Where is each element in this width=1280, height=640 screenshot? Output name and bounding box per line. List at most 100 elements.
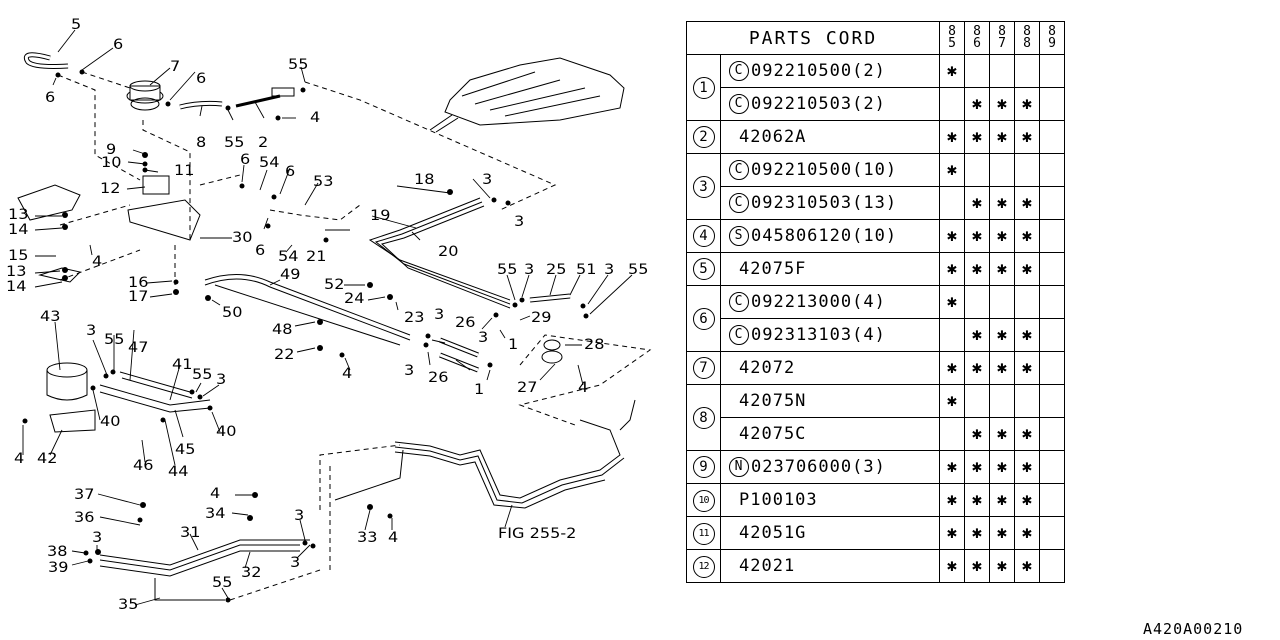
cover-plate (17, 184, 81, 221)
callout-9: 9 (106, 142, 117, 158)
part-code-cell[interactable]: 42051G (720, 516, 940, 550)
year-applicability-86: ✱ (964, 87, 990, 121)
callout-2: 2 (258, 135, 269, 151)
part-code: 42075N (739, 391, 807, 411)
part-code-cell[interactable]: 42072 (720, 351, 940, 385)
year-applicability-87 (989, 285, 1015, 319)
callout-6: 6 (113, 37, 124, 53)
year-applicability-88 (1014, 153, 1040, 187)
bracket-42 (49, 409, 96, 433)
year-applicability-89 (1039, 120, 1065, 154)
ref-number-circle: 1 (692, 76, 715, 99)
year-applicability-86: ✱ (964, 252, 990, 286)
callout-33: 33 (357, 530, 378, 546)
part-code: 42072 (739, 358, 796, 378)
callout-54: 54 (259, 155, 280, 171)
callout-55: 55 (497, 262, 518, 278)
year-applicability-85: ✱ (939, 549, 965, 583)
year-applicability-88 (1014, 285, 1040, 319)
callout-21: 21 (306, 249, 327, 265)
year-applicability-87: ✱ (989, 351, 1015, 385)
year-applicability-85 (939, 318, 965, 352)
callout-50: 50 (222, 305, 243, 321)
year-applicability-88: ✱ (1014, 120, 1040, 154)
part-code-cell[interactable]: 42075N (720, 384, 940, 418)
ref-number-cell: 2 (686, 120, 721, 154)
callout-22: 22 (274, 347, 295, 363)
callout-6: 6 (196, 71, 207, 87)
callout-44: 44 (168, 464, 189, 480)
year-applicability-85: ✱ (939, 153, 965, 187)
year-applicability-87: ✱ (989, 450, 1015, 484)
year-applicability-85: ✱ (939, 351, 965, 385)
ref-number-circle: 3 (692, 175, 715, 198)
year-applicability-89 (1039, 483, 1065, 517)
year-applicability-89 (1039, 252, 1065, 286)
year-applicability-89 (1039, 384, 1065, 418)
ref-number-cell: 4 (686, 219, 721, 253)
callout-4: 4 (14, 451, 25, 467)
ref-number-cell: 1 (686, 54, 721, 121)
callout-10: 10 (101, 155, 122, 171)
callout-31: 31 (180, 525, 201, 541)
year-applicability-89 (1039, 219, 1065, 253)
bracket-2 (271, 87, 295, 97)
year-applicability-88: ✱ (1014, 516, 1040, 550)
year-applicability-88: ✱ (1014, 186, 1040, 220)
part-code-cell[interactable]: 42021 (720, 549, 940, 583)
part-code-cell[interactable]: 42075F (720, 252, 940, 286)
figure-reference[interactable]: FIG 255-2 (498, 526, 577, 542)
callout-3: 3 (524, 262, 535, 278)
callout-17: 17 (128, 289, 149, 305)
part-code: 42051G (739, 523, 807, 543)
year-applicability-88: ✱ (1014, 450, 1040, 484)
year-applicability-85: ✱ (939, 285, 965, 319)
year-applicability-87 (989, 54, 1015, 88)
part-code-cell[interactable]: 42062A (720, 120, 940, 154)
callout-42: 42 (37, 451, 58, 467)
callout-54: 54 (278, 249, 299, 265)
year-applicability-86: ✱ (964, 318, 990, 352)
callout-11: 11 (174, 163, 195, 179)
callout-4: 4 (210, 486, 221, 502)
year-applicability-89 (1039, 417, 1065, 451)
year-applicability-89 (1039, 549, 1065, 583)
callout-4: 4 (310, 110, 321, 126)
year-applicability-85: ✱ (939, 54, 965, 88)
diagram-drawing (17, 29, 652, 606)
callout-1: 1 (508, 337, 519, 353)
year-applicability-85 (939, 87, 965, 121)
year-applicability-86 (964, 285, 990, 319)
year-applicability-87: ✱ (989, 549, 1015, 583)
part-code: 092310503(13) (751, 193, 898, 213)
ref-number-circle: 11 (692, 523, 715, 545)
year-applicability-86: ✱ (964, 219, 990, 253)
part-code-cell[interactable]: P100103 (720, 483, 940, 517)
year-applicability-87: ✱ (989, 516, 1015, 550)
part-code-cell[interactable]: 42075C (720, 417, 940, 451)
year-applicability-86: ✱ (964, 186, 990, 220)
parts-cord-header: PARTS CORD (686, 21, 940, 55)
year-applicability-85: ✱ (939, 450, 965, 484)
year-applicability-86: ✱ (964, 549, 990, 583)
ref-number-circle: 4 (692, 225, 715, 247)
callout-38: 38 (47, 544, 68, 560)
callout-20: 20 (438, 244, 459, 260)
part-code: 092213000(4) (751, 292, 886, 312)
drawing-id: A420A00210 (1143, 620, 1244, 638)
callout-40: 40 (216, 424, 237, 440)
